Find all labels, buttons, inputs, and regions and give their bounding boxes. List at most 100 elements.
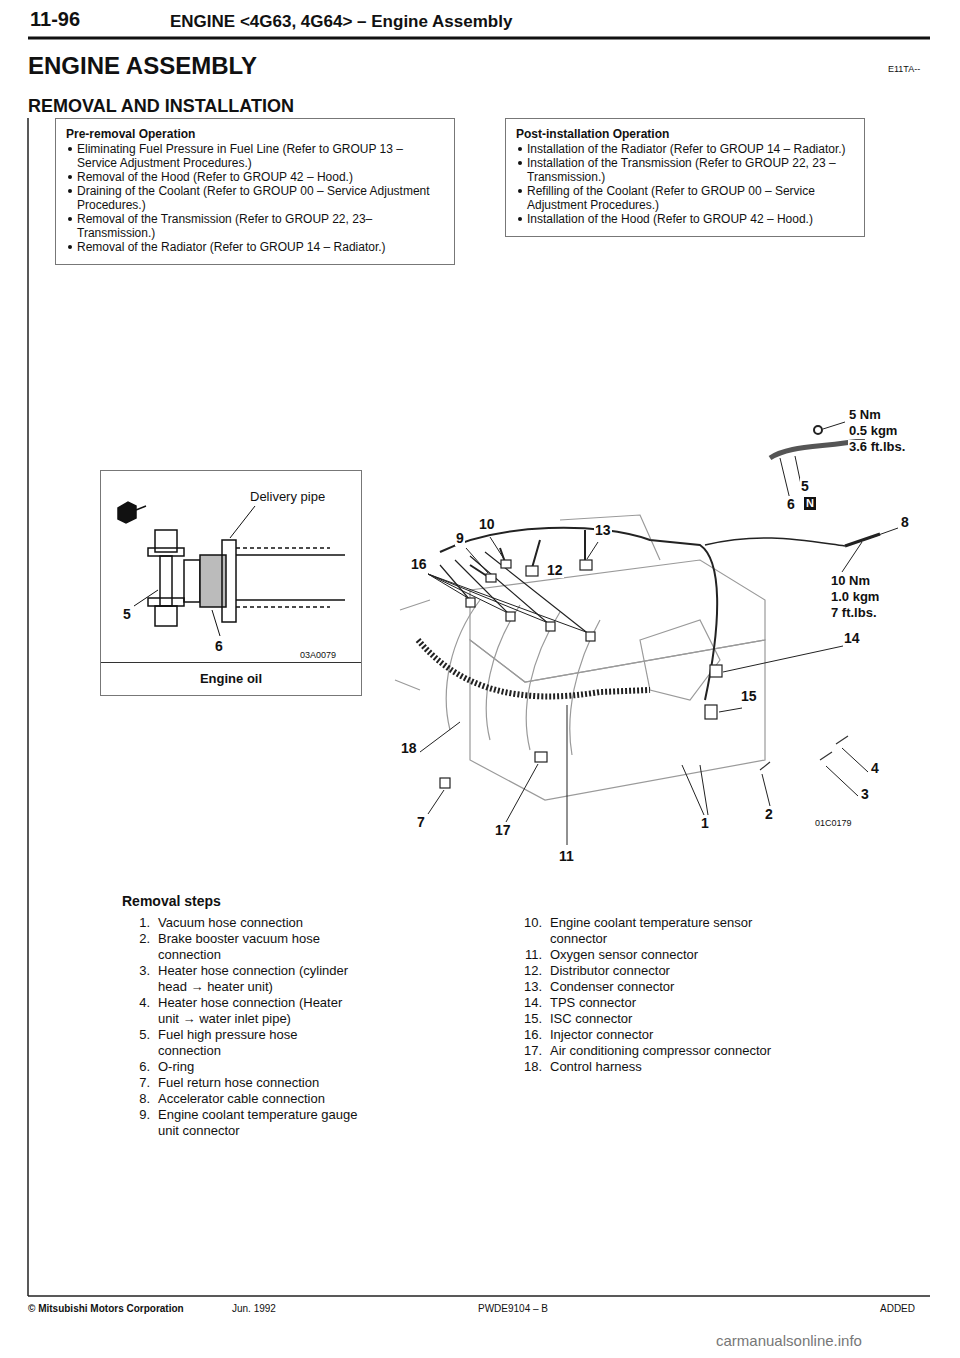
step-text: Oxygen sensor connector	[550, 947, 775, 963]
footer-text: PWDE9104 – B	[478, 1303, 548, 1315]
step-text: Accelerator cable connection	[158, 1091, 358, 1107]
step-number: 6.	[112, 1059, 150, 1075]
step-number: 1.	[112, 915, 150, 931]
leader-line	[842, 542, 862, 572]
callout-number: 3	[860, 786, 870, 802]
inset-caption: Engine oil	[101, 662, 361, 695]
bullet-dot	[518, 189, 522, 193]
callout-number: 5	[122, 606, 132, 622]
operation-box: Post-installation OperationInstallation …	[505, 118, 865, 237]
bullet-item: Eliminating Fuel Pressure in Fuel Line (…	[66, 142, 442, 170]
bullet-dot	[68, 217, 72, 221]
step-number: 14.	[504, 995, 542, 1011]
leader-line	[490, 537, 504, 559]
bolt	[814, 426, 822, 434]
step-number: 5.	[112, 1027, 150, 1043]
step-number: 9.	[112, 1107, 150, 1123]
step-text: Heater hose connection (Heater unit → wa…	[158, 995, 358, 1027]
step-number: 4.	[112, 995, 150, 1011]
figure-code: 03A0079	[300, 650, 336, 660]
header-rule	[28, 37, 930, 40]
hose-fitting	[184, 560, 200, 602]
bullet-text: Removal of the Hood (Refer to GROUP 42 –…	[77, 170, 442, 184]
callout-number: 14	[843, 630, 861, 646]
step-text: Distributor connector	[550, 963, 775, 979]
box-heading: Pre-removal Operation	[66, 127, 442, 141]
step-text: O-ring	[158, 1059, 358, 1075]
step-number: 12.	[504, 963, 542, 979]
callout-number: 6	[214, 638, 224, 654]
list-heading: Removal steps	[122, 893, 221, 909]
bullet-item: Removal of the Transmission (Refer to GR…	[66, 212, 442, 240]
callout-number: 11	[558, 848, 575, 864]
connector	[501, 560, 511, 568]
step-number: 17.	[504, 1043, 542, 1059]
frame-line	[27, 118, 29, 1296]
bullet-text: Eliminating Fuel Pressure in Fuel Line (…	[77, 142, 442, 170]
leader-line	[700, 765, 708, 815]
clamp	[440, 778, 450, 788]
step-text: Fuel return hose connection	[158, 1075, 358, 1091]
callout-number: 8	[900, 514, 910, 530]
bullet-item: Installation of the Radiator (Refer to G…	[516, 142, 852, 156]
box-heading: Post-installation Operation	[516, 127, 852, 141]
step-number: 7.	[112, 1075, 150, 1091]
step-number: 8.	[112, 1091, 150, 1107]
hose-outline	[395, 515, 660, 690]
leader-line	[826, 766, 858, 796]
hose-clip	[760, 736, 848, 770]
delivery-pipe	[236, 555, 345, 600]
connector	[506, 612, 515, 621]
leader-line	[420, 722, 460, 752]
step-text: Fuel high pressure hose connection	[158, 1027, 358, 1059]
leader-line	[212, 610, 220, 636]
bullet-item: Installation of the Hood (Refer to GROUP…	[516, 212, 852, 226]
step-number: 15.	[504, 1011, 542, 1027]
leader-line	[428, 790, 444, 814]
connector	[580, 560, 592, 570]
callout-number: 16	[410, 556, 428, 572]
connector	[546, 622, 555, 631]
injector-branch	[440, 552, 590, 635]
torque-value: 1.0 kgm	[830, 590, 880, 605]
torque-value: 0.5 kgm	[848, 424, 898, 439]
leader-line	[723, 646, 843, 672]
step-text: Condenser connector	[550, 979, 775, 995]
connector	[486, 574, 496, 582]
footer-text: Jun. 1992	[232, 1303, 276, 1315]
bullet-dot	[68, 245, 72, 249]
section-header: ENGINE <4G63, 4G64> – Engine Assembly	[170, 12, 512, 32]
leader-line	[842, 748, 868, 772]
bullet-dot	[68, 147, 72, 151]
step-text: Control harness	[550, 1059, 775, 1075]
footer-text: ADDED	[880, 1303, 915, 1315]
new-part-symbol: N	[804, 497, 816, 510]
page-title: ENGINE ASSEMBLY	[28, 52, 257, 80]
callout-number: 1	[700, 815, 710, 831]
connector	[586, 632, 595, 641]
torque-value: 10 Nm	[830, 574, 871, 589]
callout-number: 13	[594, 522, 612, 538]
callout-number: 2	[764, 806, 774, 822]
step-text: Engine coolant temperature gauge unit co…	[158, 1107, 358, 1139]
bullet-dot	[518, 161, 522, 165]
torque-value: 5 Nm	[848, 408, 882, 423]
callout-number: 9	[455, 530, 465, 546]
leader-line	[506, 764, 538, 822]
flange-bolt	[155, 606, 177, 626]
callout-number: 18	[400, 740, 418, 756]
leader-line	[587, 542, 598, 559]
bullet-item: Draining of the Coolant (Refer to GROUP …	[66, 184, 442, 212]
wire-harness	[440, 528, 717, 700]
bullet-dot	[518, 147, 522, 151]
connector	[466, 598, 475, 607]
step-number: 11.	[504, 947, 542, 963]
watermark: carmanualsonline.info	[716, 1332, 862, 1349]
bullet-text: Installation of the Radiator (Refer to G…	[527, 142, 852, 156]
step-text: Heater hose connection (cylinder head → …	[158, 963, 358, 995]
bullet-text: Draining of the Coolant (Refer to GROUP …	[77, 184, 442, 212]
leader-line	[428, 574, 586, 632]
leader-line	[719, 708, 742, 712]
torque-value: 7 ft.lbs.	[830, 606, 878, 621]
bullet-text: Removal of the Transmission (Refer to GR…	[77, 212, 442, 240]
